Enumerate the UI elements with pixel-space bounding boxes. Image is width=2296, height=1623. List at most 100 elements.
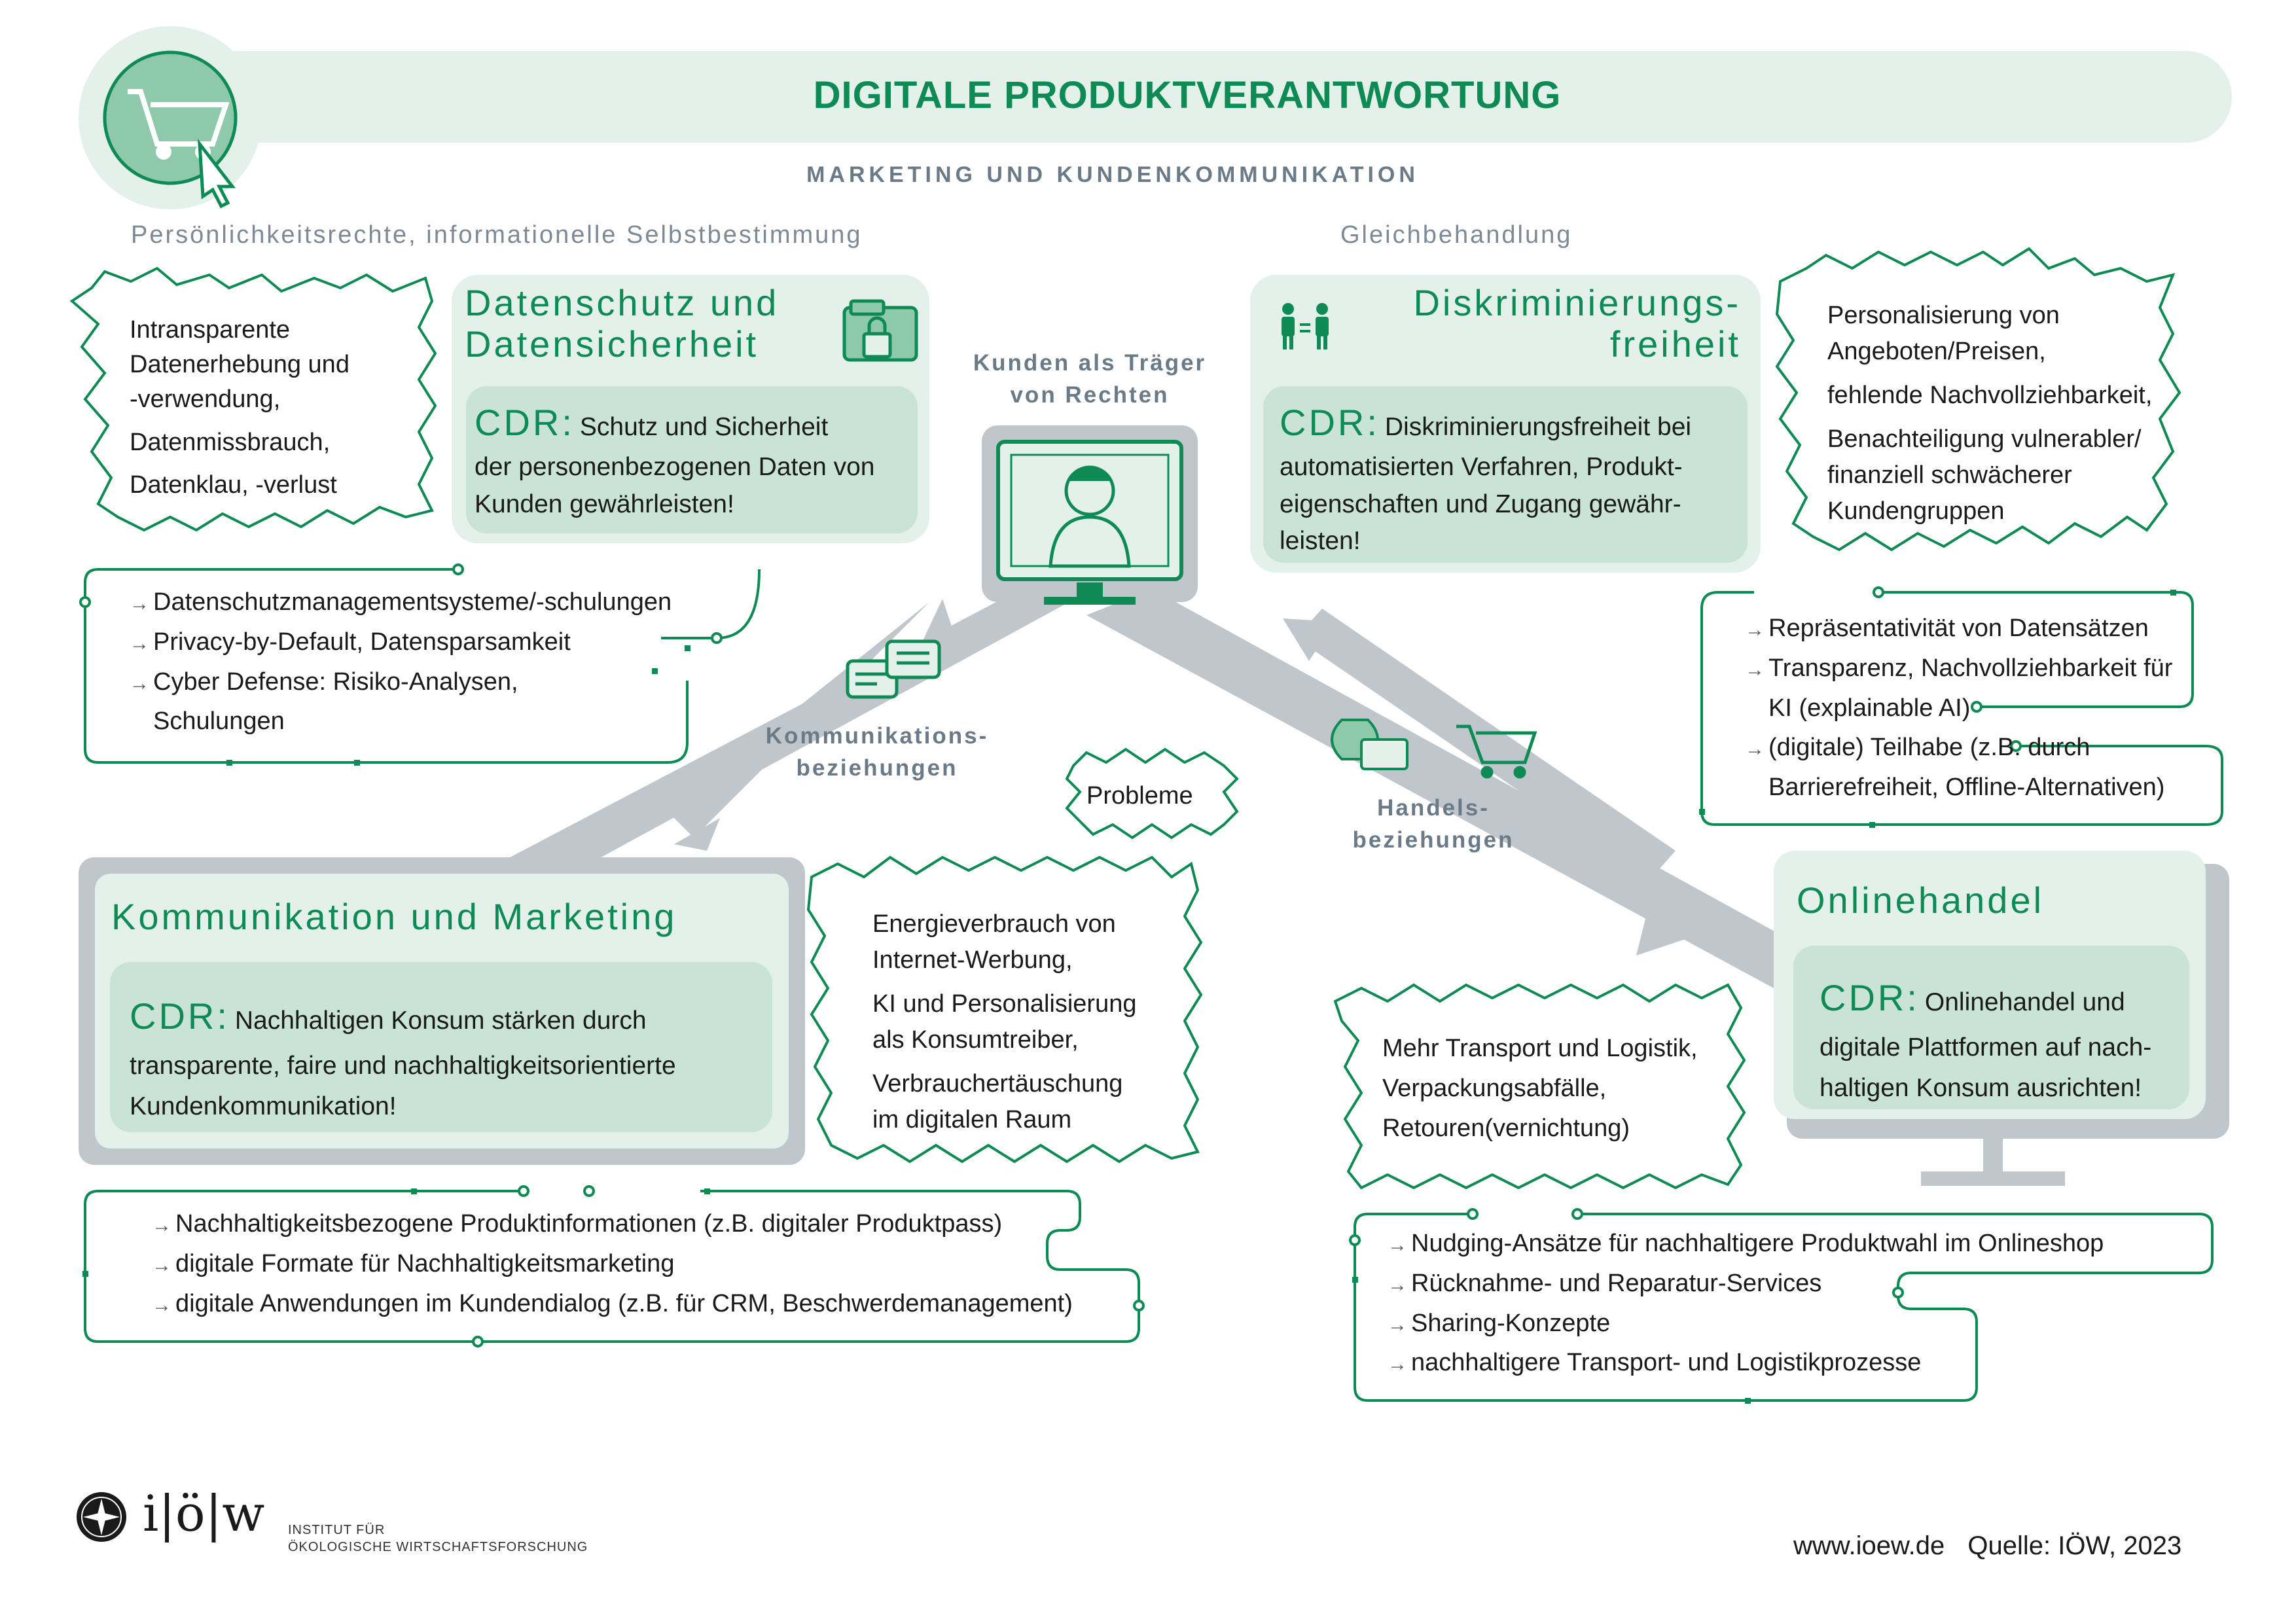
datenschutz-measure-text: Privacy-by-Default, Datensparsamkeit: [153, 628, 571, 656]
datenschutz-measures: →Datenschutzmanagementsysteme/-schulunge…: [130, 582, 732, 741]
center-customer-label: Kunden als Träger von Rechten: [916, 347, 1263, 411]
ioew-logo-line1: INSTITUT FÜR: [288, 1523, 386, 1537]
kommunikation-cdr-line1: Nachhaltigen Konsum stärken durch: [234, 1007, 647, 1035]
arrow-right-icon: →: [1745, 738, 1765, 760]
datenschutz-problem-item: Intransparente: [130, 316, 291, 344]
datenschutz-cdr-line1: Schutz und Sicherheit: [579, 413, 829, 441]
datenschutz-cdr-line3: Kunden gewährleisten!: [475, 490, 734, 518]
datenschutz-problems: Intransparente Datenerhebung und -verwen…: [130, 313, 350, 510]
problems-tag: Probleme: [1086, 782, 1193, 810]
onlinehandel-cdr-line1: Onlinehandel und: [1924, 988, 2125, 1016]
onlinehandel-measure-text: Rücknahme- und Reparatur-Services: [1411, 1269, 1822, 1297]
datenschutz-measure-item: →Datenschutzmanagementsysteme/-schulunge…: [130, 582, 732, 622]
measures-frame-diskriminierung: [1700, 591, 2223, 826]
trade-label-line2: beziehungen: [1352, 827, 1515, 853]
cart-icon-trade: [1456, 724, 1537, 779]
kommunikation-problem-item: im digitalen Raum: [872, 1106, 1072, 1134]
datenschutz-title: Datenschutz und Datensicherheit: [465, 282, 780, 365]
kommunikation-measure-item: →digitale Anwendungen im Kundendialog (z…: [152, 1284, 1134, 1324]
footer-source-text: Quelle: IÖW, 2023: [1967, 1531, 2182, 1560]
kommunikation-problem-item: als Konsumtreiber,: [872, 1026, 1079, 1054]
diskriminierung-cdr: CDR:Diskriminierungsfreiheit bei automat…: [1280, 396, 1744, 560]
datenschutz-title-line1: Datenschutz und: [465, 282, 780, 323]
page-title: DIGITALE PRODUKTVERANTWORTUNG: [813, 74, 1562, 116]
kommunikation-cdr-label: CDR:: [130, 995, 230, 1037]
diskriminierung-problem-item: finanziell schwächerer: [1827, 461, 2072, 490]
trade-relations-label: Handels- beziehungen: [1335, 792, 1532, 856]
datenschutz-problem-item: Datenerhebung und: [130, 351, 350, 379]
diskriminierung-cdr-line3: eigenschaften und Zugang gewähr-: [1280, 490, 1681, 518]
diskriminierung-title: Diskriminierungs- freiheit: [1335, 282, 1741, 365]
arrow-right-icon: →: [130, 593, 149, 615]
footer-website-link[interactable]: www.ioew.de: [1793, 1531, 1945, 1560]
arrow-right-icon: →: [1745, 658, 1765, 681]
kommunikation-measure-text: Nachhaltigkeitsbezogene Produktinformati…: [175, 1210, 1003, 1238]
onlinehandel-monitor: [1774, 851, 2229, 1186]
page-subtitle: MARKETING UND KUNDENKOMMUNIKATION: [806, 162, 1419, 187]
money-bag-card-icon: [1331, 719, 1408, 770]
kommunikation-cdr: CDR:Nachhaltigen Konsum stärken durch tr…: [130, 987, 771, 1127]
diskriminierung-measures: →Repräsentativität von Datensätzen →Tran…: [1745, 609, 2190, 808]
ioew-logo-subtitle: INSTITUT FÜR ÖKOLOGISCHE WIRTSCHAFTSFORS…: [288, 1522, 588, 1556]
datenschutz-measure-item: →Cyber Defense: Risiko-Analysen, Schulun…: [130, 662, 559, 742]
diskriminierung-problem-item: Benachteiligung vulnerabler/: [1827, 425, 2142, 454]
datenschutz-problem-item: Datenmissbrauch,: [130, 428, 331, 456]
arrow-right-icon: →: [130, 632, 149, 654]
kommunikation-problem-item: Internet-Werbung,: [872, 946, 1073, 974]
diskriminierung-problem-item: Kundengruppen: [1827, 497, 2005, 526]
kommunikation-problem-item: Verbrauchertäuschung: [872, 1070, 1123, 1098]
datenschutz-cdr: CDR:Schutz und Sicherheit der personenbe…: [475, 396, 913, 523]
equality-people-icon: [1282, 303, 1329, 349]
arrow-right-icon: →: [152, 1215, 171, 1236]
datenschutz-problem-item: -verwendung,: [130, 385, 281, 414]
cursor-icon: [197, 138, 236, 209]
arrow-right-icon: →: [1388, 1353, 1407, 1376]
datenschutz-cdr-label: CDR:: [475, 402, 575, 443]
onlinehandel-measure-text: Nudging-Ansätze für nachhaltigere Produk…: [1411, 1230, 2104, 1257]
onlinehandel-problem-item: Verpackungsabfälle,: [1382, 1074, 1607, 1102]
kommunikation-cdr-line2: transparente, faire und nachhaltigkeitso…: [130, 1051, 676, 1080]
onlinehandel-measure-text: Sharing-Konzepte: [1411, 1309, 1611, 1337]
problem-bubble-kommunikation: [806, 855, 1203, 1164]
chat-bubbles-icon: [846, 639, 941, 699]
communication-label-line2: beziehungen: [796, 755, 958, 781]
section-label-right: Gleichbehandlung: [1340, 221, 1573, 249]
diskriminierung-measure-item: →Repräsentativität von Datensätzen: [1745, 609, 2190, 649]
footer-source: www.ioew.de Quelle: IÖW, 2023: [1793, 1531, 2181, 1561]
customer-monitor: [982, 425, 1198, 605]
communication-label-line1: Kommunikations-: [765, 723, 989, 749]
center-customer-label-line2: von Rechten: [1010, 382, 1170, 408]
ioew-logo-letters: i|ö|w: [143, 1484, 265, 1543]
arrow-right-icon: →: [152, 1254, 171, 1276]
datenschutz-measure-text: Datenschutzmanagementsysteme/-schulungen: [153, 588, 672, 616]
ioew-logo-line2: ÖKOLOGISCHE WIRTSCHAFTSFORSCHUNG: [288, 1540, 588, 1554]
arrow-right-icon: →: [1745, 619, 1765, 641]
onlinehandel-cdr-line3: haltigen Konsum ausrichten!: [1820, 1073, 2142, 1102]
onlinehandel-measure-item: →Rücknahme- und Reparatur-Services: [1388, 1264, 2212, 1304]
diskriminierung-problem-item: fehlende Nachvollziehbarkeit,: [1827, 382, 2153, 410]
kommunikation-problem-item: Energieverbrauch von: [872, 910, 1116, 938]
onlinehandel-measure-text: nachhaltigere Transport- und Logistikpro…: [1411, 1349, 1922, 1377]
kommunikation-cdr-line3: Kundenkommunikation!: [130, 1092, 397, 1120]
diskriminierung-measure-text: Transparenz, Nachvollziehbarkeit für KI …: [1768, 654, 2173, 722]
onlinehandel-measures: →Nudging-Ansätze für nachhaltigere Produ…: [1388, 1224, 2212, 1383]
diskriminierung-measure-item: →Transparenz, Nachvollziehbarkeit für KI…: [1745, 649, 2190, 728]
datenschutz-measure-text: Cyber Defense: Risiko-Analysen, Schulung…: [153, 668, 518, 736]
communication-relations-label: Kommunikations- beziehungen: [720, 720, 1034, 784]
problems-tag-bubble: [1065, 747, 1239, 840]
diskriminierung-title-line2: freiheit: [1609, 323, 1741, 365]
onlinehandel-measure-item: →Nudging-Ansätze für nachhaltigere Produ…: [1388, 1224, 2212, 1264]
kommunikation-measure-item: →Nachhaltigkeitsbezogene Produktinformat…: [152, 1204, 1134, 1244]
arrow-right-icon: →: [1388, 1234, 1407, 1256]
arrow-right-icon: →: [1388, 1274, 1407, 1296]
trade-label-line1: Handels-: [1377, 795, 1490, 821]
diskriminierung-cdr-line4: leisten!: [1280, 527, 1361, 556]
kommunikation-title: Kommunikation und Marketing: [111, 896, 677, 937]
onlinehandel-measure-item: →Sharing-Konzepte: [1388, 1304, 2212, 1344]
onlinehandel-measure-item: →nachhaltigere Transport- und Logistikpr…: [1388, 1343, 2212, 1383]
arrow-right-icon: →: [130, 672, 149, 694]
arrow-right-icon: →: [152, 1294, 171, 1316]
diskriminierung-problem-item: Personalisierung von: [1827, 302, 2060, 329]
kommunikation-measure-text: digitale Anwendungen im Kundendialog (z.…: [175, 1289, 1073, 1317]
